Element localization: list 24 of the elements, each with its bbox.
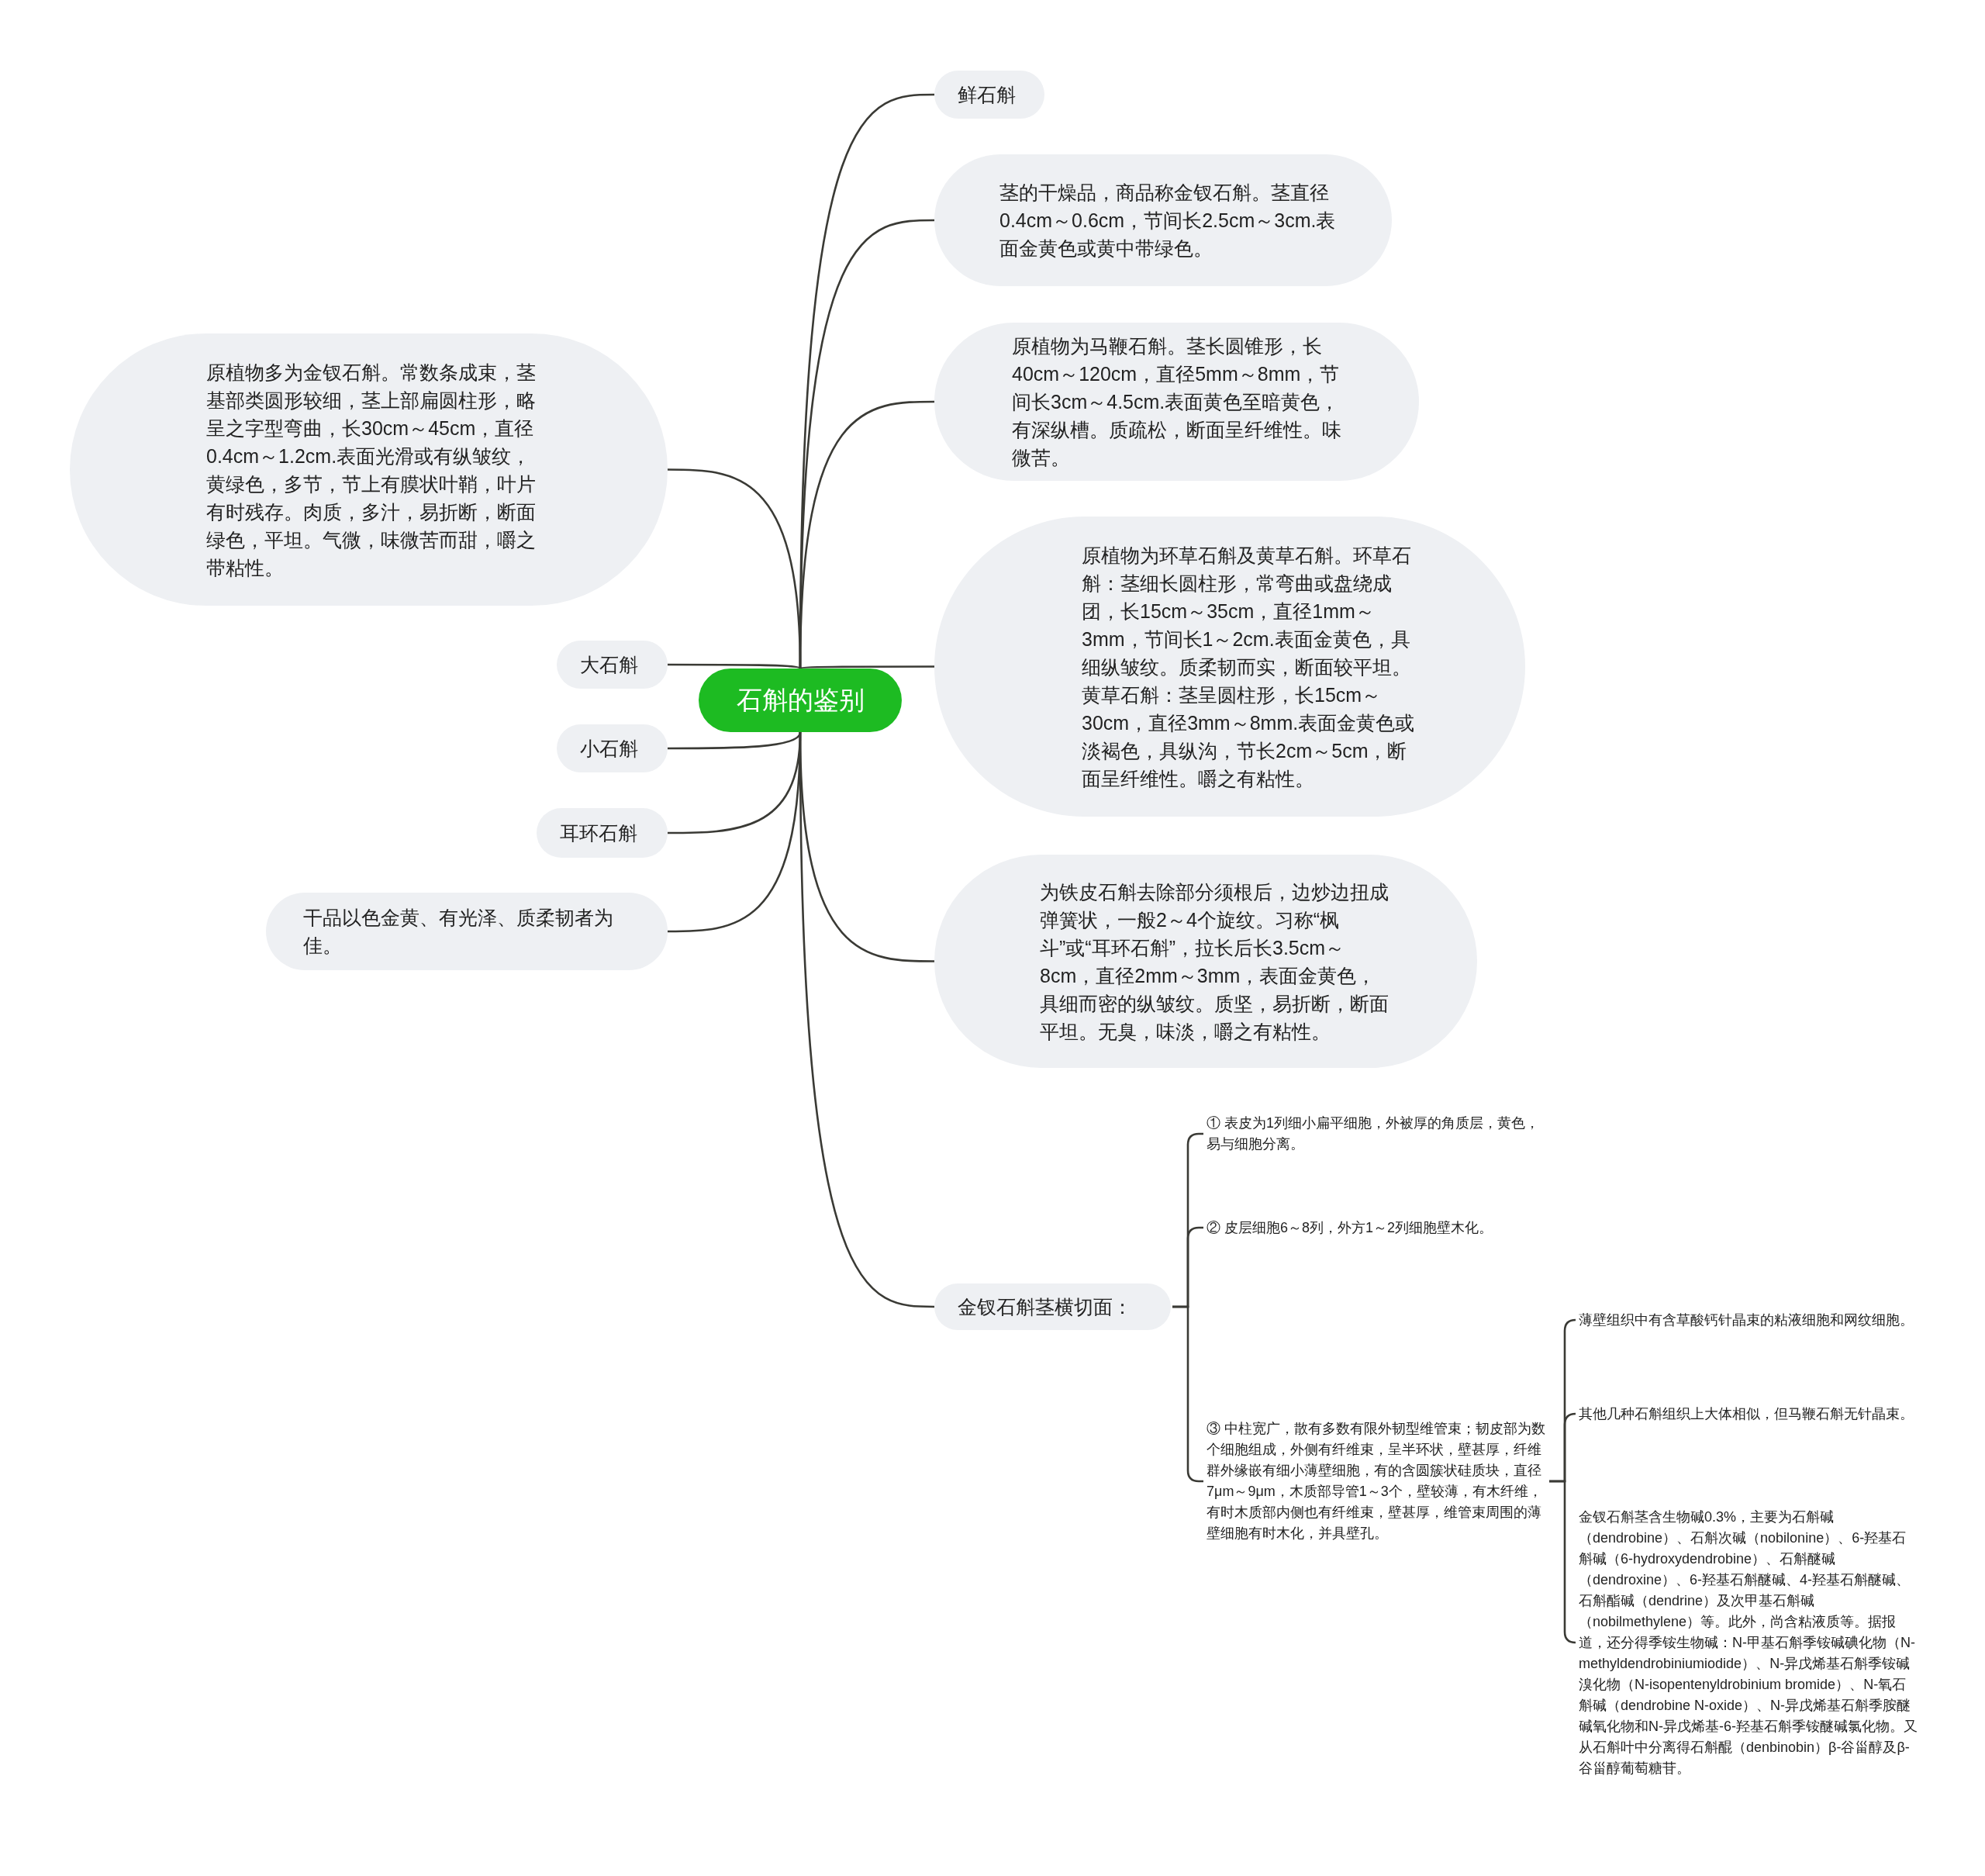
connector-line	[668, 731, 802, 750]
note-text: ③ 中柱宽广，散有多数有限外韧型维管束；韧皮部为数个细胞组成，外侧有纤维束，呈半环状，壁甚厚，纤维群外缘嵌有细小薄壁细胞，有的含圆簇状硅质块，直径7μm～9μm，木质部导管1～3个，壁较薄，有木纤维，有时木质部内侧也有纤维束，壁甚厚，维管束周围的薄壁细胞有时木化，并具壁孔。	[1207, 1420, 1546, 1543]
topic-text: 原植物多为金钗石斛。常数条成束，茎基部类圆形较细，茎上部扁圆柱形，略呈之字型弯曲，长30cm～45cm，直径0.4cm～1.2cm.表面光滑或有纵皱纹，黄绿色，多节，节上有膜状叶鞘，叶片有时残存。肉质，多汁，易折断，断面绿色，平坦。气微，味微苦而甜，嚼之带粘性。	[206, 360, 537, 580]
connector-line	[799, 665, 934, 670]
note-text: 其他几种石斛组织上大体相似，但马鞭石斛无针晶束。	[1579, 1404, 1914, 1423]
topic-text: 金钗石斛茎横切面：	[958, 1295, 1132, 1319]
topic-text: 小石斛	[580, 737, 638, 761]
connector-line	[668, 468, 802, 669]
topic-text: 茎的干燥品，商品称金钗石斛。茎直径0.4cm～0.6cm，节间长2.5cm～3cm.表面金黄色或黄中带绿色。	[999, 181, 1337, 261]
connector-line	[668, 731, 802, 933]
note-text: ② 皮层细胞6～8列，外方1～2列细胞壁木化。	[1207, 1218, 1493, 1237]
topic-text: 鲜石斛	[958, 83, 1016, 107]
topic-text: 大石斛	[580, 653, 638, 677]
topic-text: 为铁皮石斛去除部分须根后，边炒边扭成弹簧状，一般2～4个旋纹。习称“枫斗”或“耳环石斛”，拉长后长3.5cm～8cm，直径2mm～3mm，表面金黄色，具细而密的纵皱纹。质坚，易折断，断面平坦。无臭，味淡，嚼之有粘性。	[1040, 879, 1389, 1044]
connector-line	[668, 663, 801, 670]
topic-text: 耳环石斛	[560, 821, 637, 845]
note-text: 金钗石斛茎含生物碱0.3%，主要为石斛碱（dendrobine）、石斛次碱（nobilonine）、6-羟基石斛碱（6-hydroxydendrobine）、石斛醚碱（dendroxine）、6-羟基石斛醚碱、4-羟基石斛醚碱、石斛酯碱（dendrine）及次甲基石斛碱（nobilmethylene）等。此外，尚含粘液质等。据报道，还分得季铵生物碱：N-甲基石斛季铵碱碘化物（N-methyldendrobiniumiodide）、N-异戊烯基石斛季铵碱溴化物（N-isopentenyldrobinium bromide）、N-氧石斛碱（dendrobine N-oxide）、N-异戊烯基石斛季胺醚碱氧化物和N-异戊烯基-6-羟基石斛季铵醚碱氯化物。又从石斛叶中分离得石斛醌（denbinobin）β-谷甾醇及β-谷甾醇葡萄糖苷。	[1579, 1508, 1918, 1778]
note-text: 薄壁组织中有含草酸钙针晶束的粘液细胞和网纹细胞。	[1579, 1311, 1914, 1329]
connector-line	[1549, 1480, 1577, 1644]
topic-title: 石斛的鉴别	[736, 685, 865, 716]
topic-text: 干品以色金黄、有光泽、质柔韧者为佳。	[303, 906, 614, 958]
note-text: ① 表皮为1列细小扁平细胞，外被厚的角质层，黄色，易与细胞分离。	[1207, 1114, 1540, 1153]
topic-text: 原植物为环草石斛及黄草石斛。环草石斛：茎细长圆柱形，常弯曲或盘绕成团，长15cm～35cm，直径1mm～3mm，节间长1～2cm.表面金黄色，具细纵皱纹。质柔韧而实，断面较平坦。黄草石斛：茎呈圆柱形，长15cm～30cm，直径3mm～8mm.表面金黄色或淡褐色，具纵沟，节长2cm～5cm，断面呈纤维性。嚼之有粘性。	[1082, 543, 1416, 791]
topic-text: 原植物为马鞭石斛。茎长圆锥形，长40cm～120cm，直径5mm～8mm，节间长3cm～4.5cm.表面黄色至暗黄色，有深纵槽。质疏松，断面呈纤维性。味微苦。	[1012, 334, 1342, 470]
